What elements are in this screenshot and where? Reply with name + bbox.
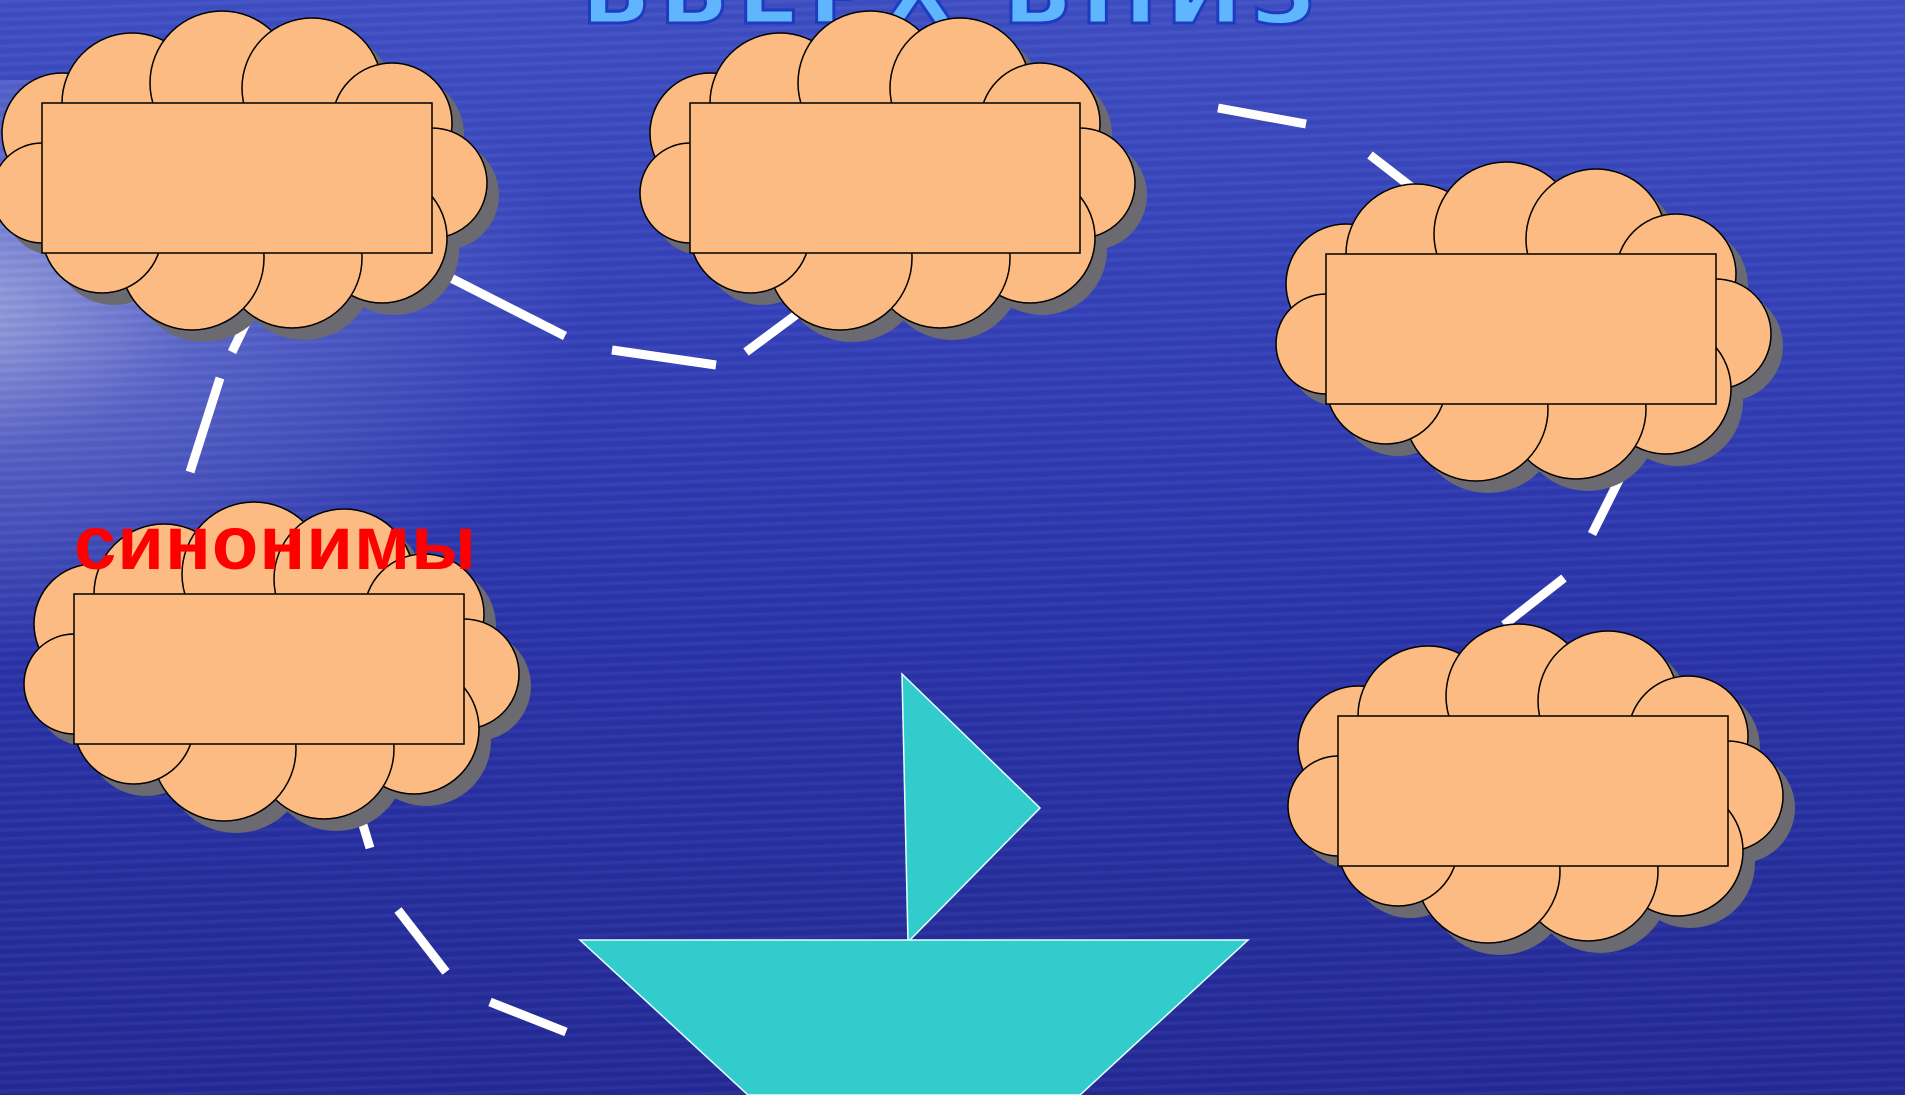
dash xyxy=(398,910,446,972)
dash xyxy=(445,275,565,336)
word-label: синонимы xyxy=(74,500,477,587)
boat-sail xyxy=(902,674,1040,942)
cloud-right xyxy=(1276,162,1783,493)
dash xyxy=(1218,108,1306,124)
dash xyxy=(612,350,716,365)
boat-hull xyxy=(580,940,1248,1095)
dash xyxy=(190,378,220,472)
cloud-top-left xyxy=(0,11,499,342)
dash xyxy=(1504,578,1564,625)
cloud-top-center xyxy=(640,11,1147,342)
boat xyxy=(580,674,1248,1095)
dash xyxy=(490,1002,566,1032)
cloud-bottom-right xyxy=(1288,624,1795,955)
